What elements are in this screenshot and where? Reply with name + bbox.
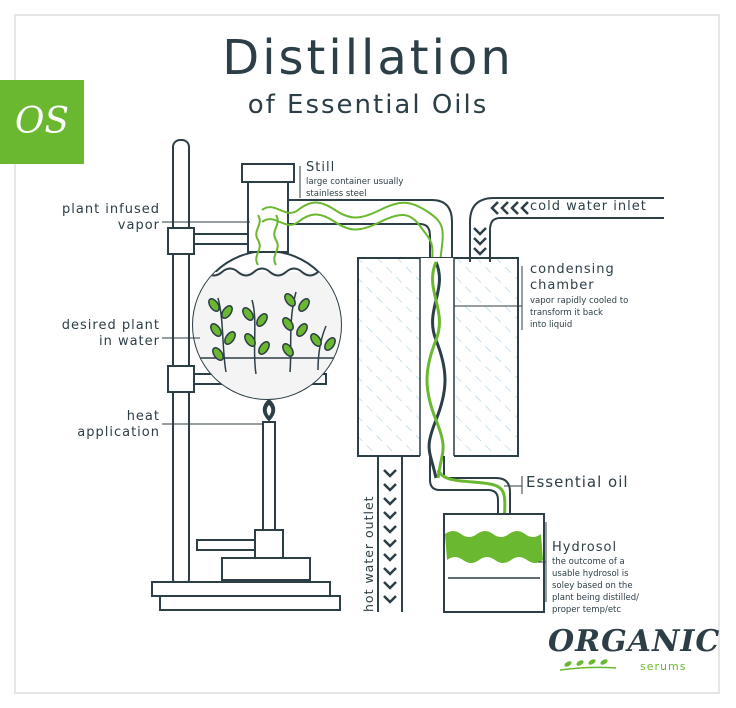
condensing-description-line3: into liquid — [530, 320, 573, 330]
hydrosol-description-line4: plant being distilled/ — [552, 593, 639, 603]
heat-label-line2: application — [77, 425, 160, 440]
condensing-chamber — [357, 257, 519, 479]
hydrosol-description-line1: the outcome of a — [552, 557, 625, 567]
plant-vapor-label-line1: plant infused — [62, 202, 160, 217]
logo-subtext: serums — [640, 660, 687, 673]
ring-stand — [151, 139, 341, 611]
cold-water-inlet-pipe — [469, 197, 664, 262]
page-title: Distillation — [222, 30, 514, 86]
condensing-chamber-label: condensing chamber — [530, 262, 615, 294]
page-subtitle: of Essential Oils — [247, 90, 489, 120]
plant-vapor-label: plant infused vapor — [40, 202, 160, 234]
hydrosol-description-line3: soley based on the — [552, 581, 633, 591]
plant-sprigs — [208, 291, 336, 375]
plant-vapor-label-line2: vapor — [117, 218, 160, 233]
hydrosol-label: Hydrosol — [552, 540, 618, 555]
leader-lines — [162, 166, 547, 602]
logo-leaves — [559, 659, 617, 671]
essential-oil-label: Essential oil — [526, 473, 629, 491]
heat-label: heat application — [40, 409, 160, 441]
hydrosol-description-line2: usable hydrosol is — [552, 569, 629, 579]
heat-label-line1: heat — [126, 409, 160, 424]
still-description-line1: large container usually — [306, 177, 404, 187]
condensing-description-line2: transform it back — [530, 308, 603, 318]
plant-water-label-line1: desired plant — [61, 318, 160, 333]
hydrosol-description: the outcome of a usable hydrosol is sole… — [552, 556, 639, 616]
hot-water-outlet-label: hot water outlet — [361, 495, 376, 612]
still-label: Still — [306, 160, 336, 175]
logo-wordmark: ORGANIC — [548, 624, 721, 659]
burner — [196, 398, 311, 581]
brand-badge-text: OS — [14, 101, 70, 142]
hydrosol-description-line5: proper temp/etc — [552, 605, 622, 615]
border-frame — [14, 14, 720, 694]
condensing-label-line1: condensing — [530, 262, 615, 277]
collection-vessel — [443, 513, 545, 613]
hot-water-outlet-pipe — [377, 456, 403, 612]
brand-badge: OS — [0, 80, 84, 164]
cold-water-inlet-label: cold water inlet — [530, 199, 647, 214]
condensing-description-line1: vapor rapidly cooled to — [530, 296, 629, 306]
vapor-pipe — [261, 199, 453, 263]
condensing-description: vapor rapidly cooled to transform it bac… — [530, 295, 628, 331]
plant-water-label-line2: in water — [98, 334, 160, 349]
still-description-line2: stainless steel — [306, 189, 367, 199]
condensing-label-line2: chamber — [530, 278, 595, 293]
plant-water-label: desired plant in water — [40, 318, 160, 350]
still-description: large container usually stainless steel — [306, 176, 403, 200]
